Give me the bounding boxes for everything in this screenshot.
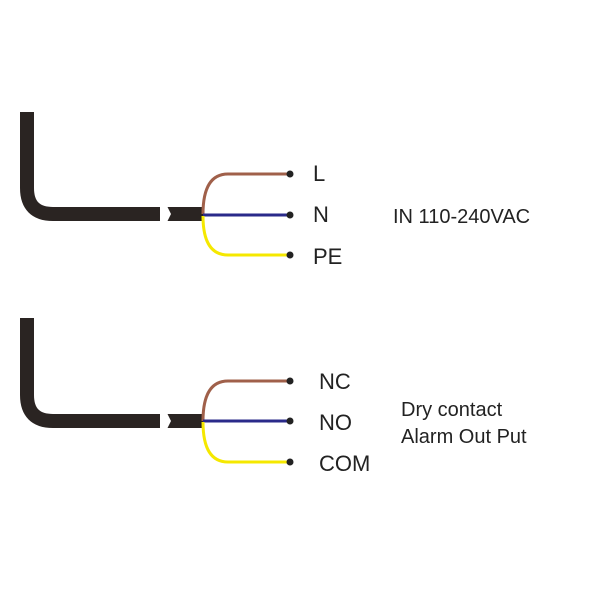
alarm-cable <box>20 318 294 466</box>
terminal-label-NO: NO <box>319 410 352 435</box>
terminal-dot-COM <box>286 458 294 466</box>
wire-yellow-PE <box>201 215 290 257</box>
terminal-dot-N <box>286 211 294 219</box>
power-cable-break <box>160 206 171 222</box>
terminal-dot-L <box>286 170 294 178</box>
alarm-cable-jacket <box>20 318 160 428</box>
wire-yellow-COM <box>201 421 290 464</box>
power-input-label: IN 110-240VAC <box>393 206 531 228</box>
wire-brown-L <box>201 172 290 215</box>
terminal-label-PE: PE <box>313 244 343 269</box>
terminal-label-N: N <box>313 202 329 227</box>
dry-contact-label: Dry contact <box>401 399 503 421</box>
terminal-dot-NO <box>286 417 294 425</box>
terminal-dot-NC <box>286 377 294 385</box>
alarm-output-label: Alarm Out Put <box>401 426 527 448</box>
terminal-label-NC: NC <box>319 369 351 394</box>
terminal-label-L: L <box>313 161 326 186</box>
terminal-dot-PE <box>286 251 294 259</box>
power-cable <box>20 112 294 259</box>
terminal-label-COM: COM <box>319 451 371 476</box>
alarm-cable-break <box>160 413 171 429</box>
wire-brown-NC <box>201 379 290 422</box>
power-cable-jacket <box>20 112 160 221</box>
